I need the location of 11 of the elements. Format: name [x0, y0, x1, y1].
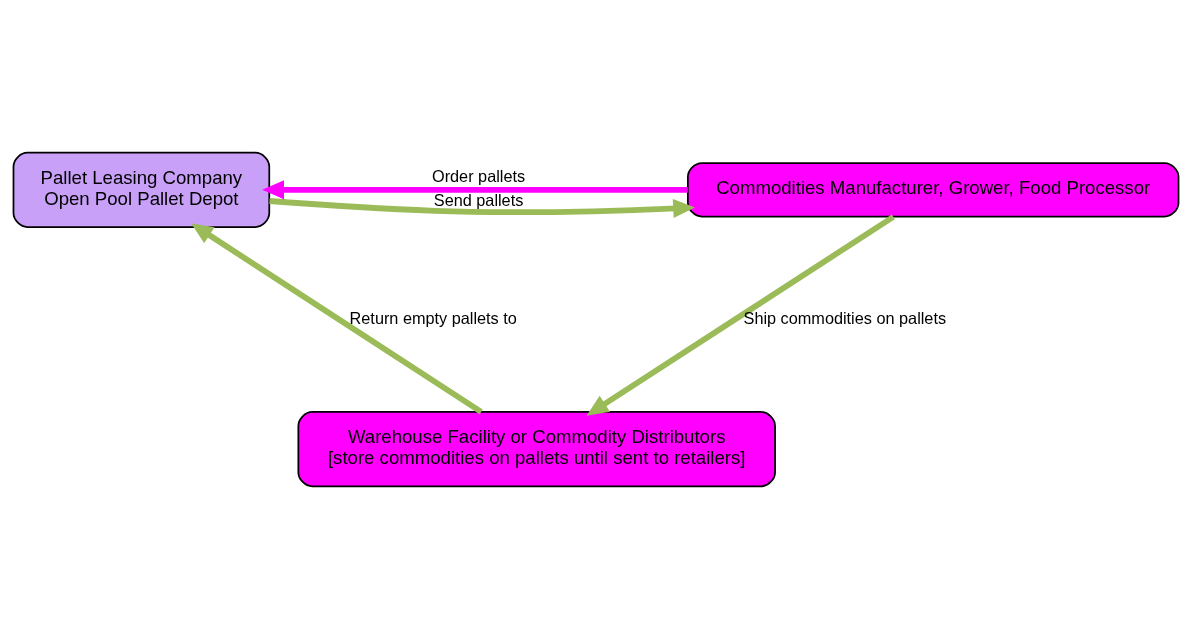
arrow: [262, 180, 688, 200]
node-box: Commodities Manufacturer, Grower, Food Processor: [687, 162, 1180, 218]
edge-label: Return empty pallets to: [349, 308, 517, 327]
node-box: Warehouse Facility or Commodity Distributors [store commodities on pallets until sent to retailers]: [297, 411, 776, 488]
arrow: [586, 214, 895, 416]
edge-label: Send pallets: [433, 191, 524, 210]
edge-label: Ship commodities on pallets: [743, 308, 947, 327]
arrow: [191, 223, 483, 415]
arrow: [269, 198, 695, 218]
node-box: Pallet Leasing Company Open Pool Pallet Depot: [12, 151, 271, 228]
edge-label: Order pallets: [432, 166, 526, 185]
